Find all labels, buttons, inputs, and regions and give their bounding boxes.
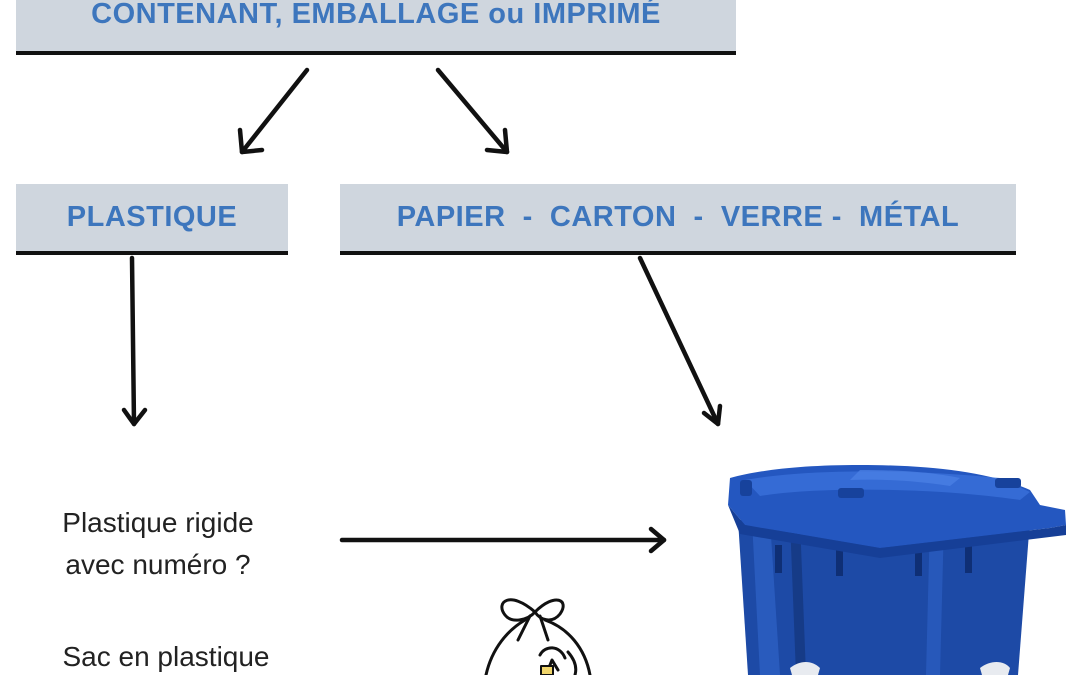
arrow-top-to-papier <box>435 67 510 155</box>
papier-carton-verre-metal-box: PAPIER - CARTON - VERRE - MÉTAL <box>340 184 1016 255</box>
arrow-plastique-down <box>121 255 148 427</box>
top-category-label: CONTENANT, EMBALLAGE ou IMPRIMÉ <box>91 0 661 30</box>
question-plastique-rigide: Plastique rigide avec numéro ? <box>20 502 296 586</box>
arrow-top-to-plastique <box>237 67 310 155</box>
arrow-rigide-to-bin <box>339 526 667 554</box>
question-sac-plastique: Sac en plastique <box>28 636 304 678</box>
question-plastique-rigide-line2: avec numéro ? <box>65 549 251 580</box>
question-plastique-rigide-line1: Plastique rigide <box>62 507 254 538</box>
blue-recycling-bin-icon <box>728 465 1066 675</box>
papier-carton-verre-metal-label: PAPIER - CARTON - VERRE - MÉTAL <box>396 201 960 233</box>
plastique-label: PLASTIQUE <box>66 201 238 233</box>
question-sac-plastique-line1: Sac en plastique <box>62 641 270 672</box>
plastic-bag-icon <box>484 598 592 675</box>
top-category-box: CONTENANT, EMBALLAGE ou IMPRIMÉ <box>16 0 736 55</box>
plastique-box: PLASTIQUE <box>16 184 288 255</box>
arrow-papier-to-bin <box>637 255 723 427</box>
